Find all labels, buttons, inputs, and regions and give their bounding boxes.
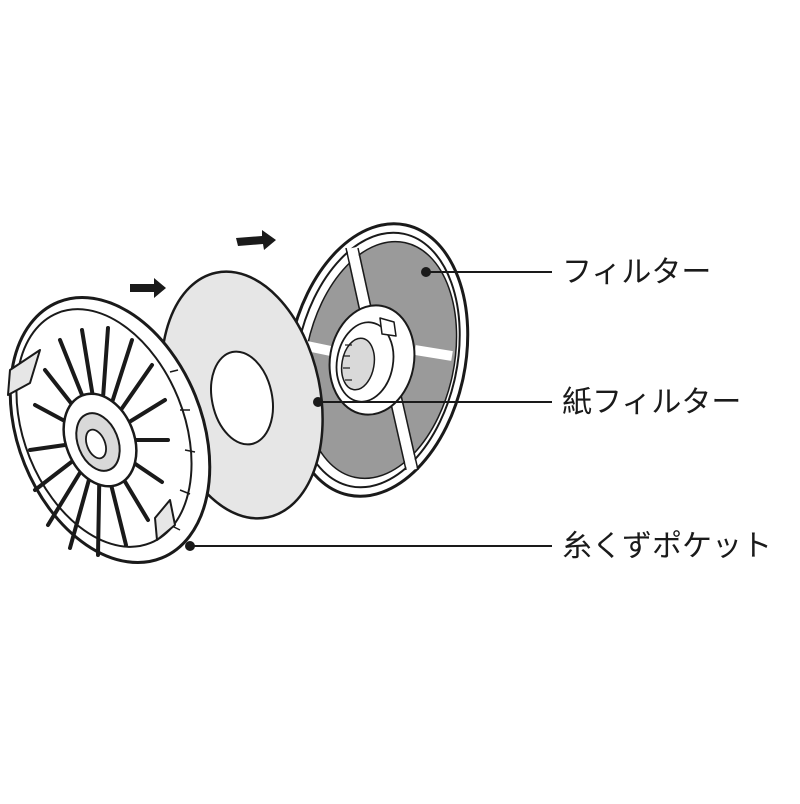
arrow-icon <box>236 230 276 250</box>
arrow-icon <box>130 278 166 298</box>
label-paper-filter: 紙フィルター <box>562 385 742 420</box>
label-filter: フィルター <box>562 255 712 290</box>
lint-pocket-part <box>7 295 212 565</box>
filter-part <box>284 222 470 498</box>
arrows <box>130 230 276 298</box>
label-lint-pocket: 糸くずポケット <box>562 529 772 564</box>
paper-filter-hole <box>210 350 274 446</box>
